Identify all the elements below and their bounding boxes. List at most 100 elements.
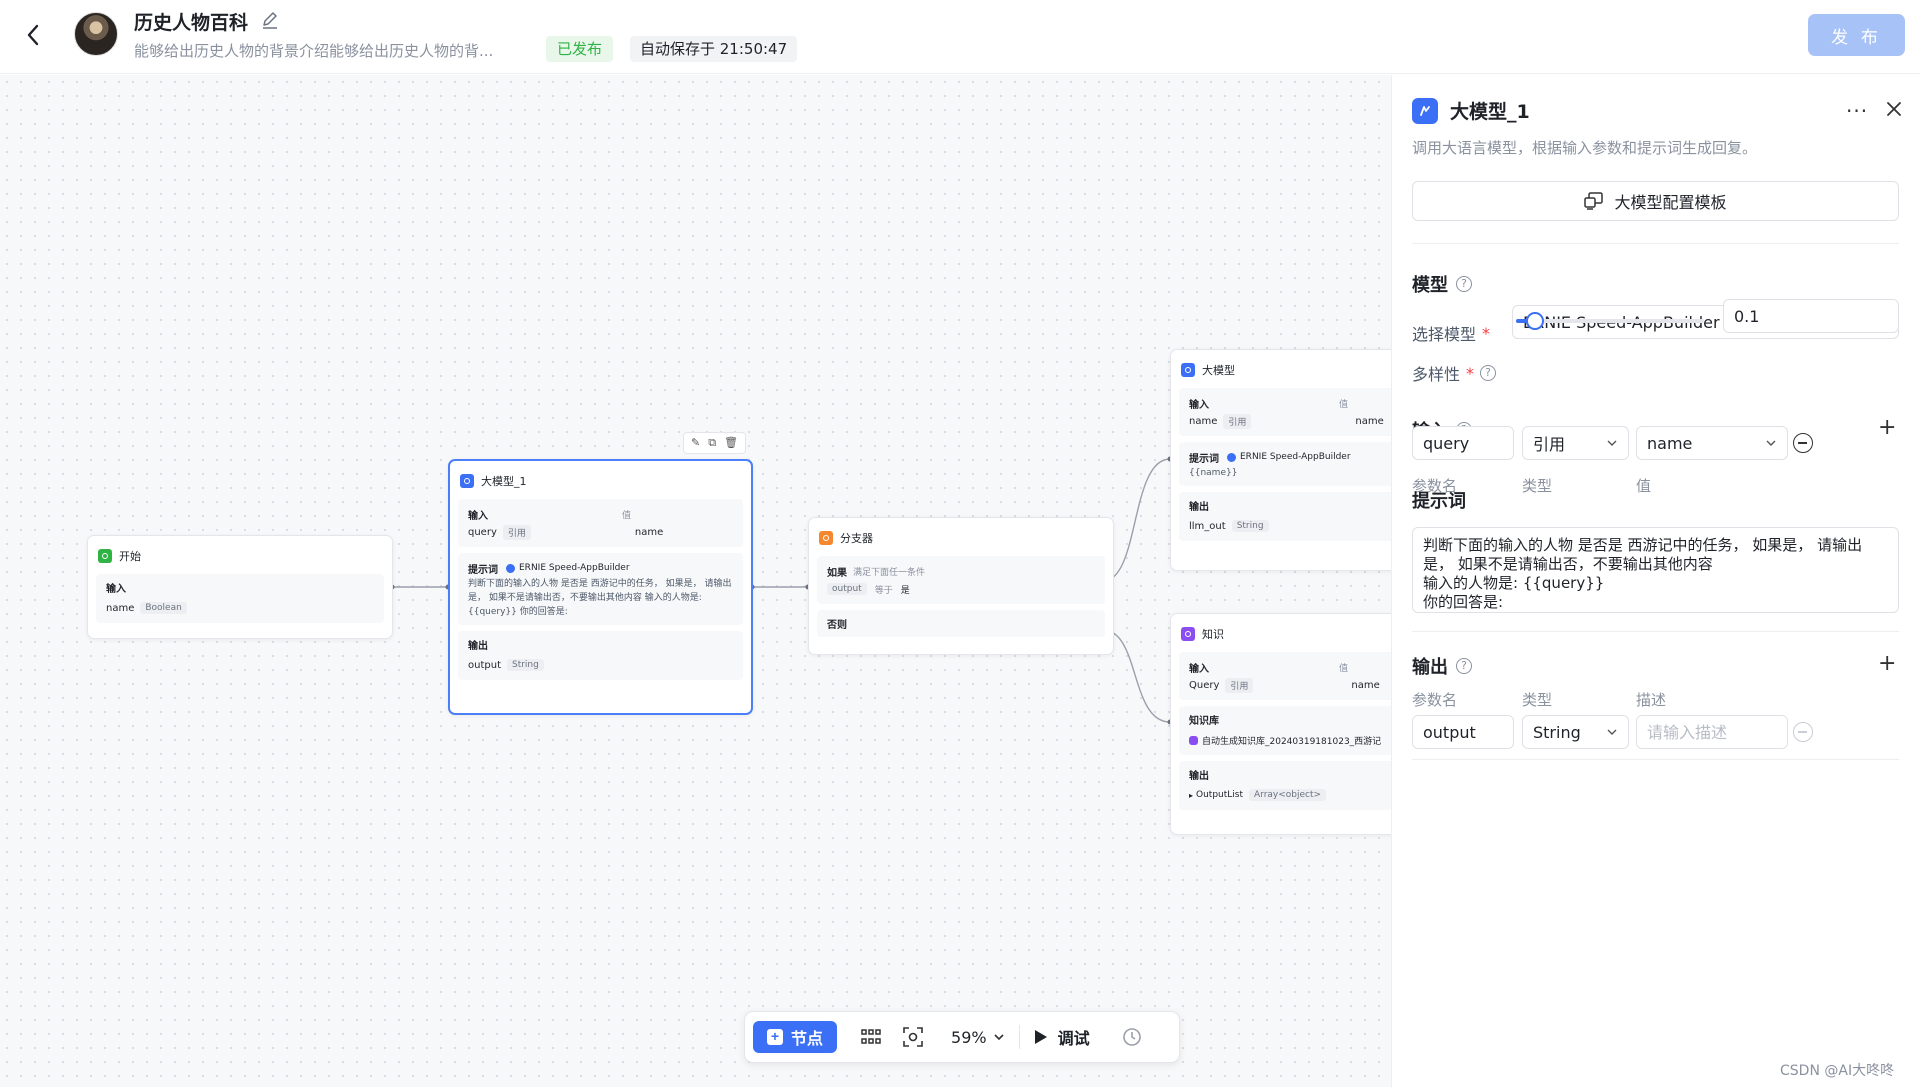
knowledge-base-name: 自动生成知识库_20240319181023_西游记 [1202,736,1382,747]
output-name: llm_out [1189,520,1226,532]
add-output-button[interactable]: + [1878,651,1897,676]
input-param-name-field[interactable] [1412,426,1514,460]
fit-view-button[interactable] [897,1021,929,1053]
slider-thumb[interactable] [1525,312,1544,330]
section-label: 提示词 [1189,453,1219,465]
more-options-icon[interactable]: ··· [1846,99,1869,123]
param-ref: 引用 [1225,677,1254,693]
help-icon[interactable]: ? [1456,658,1472,674]
param-row: name Boolean [106,599,374,617]
output-type: Array<object> [1249,789,1327,801]
section-label: 输出 [468,641,488,652]
output-type: String [1231,520,1269,532]
close-panel-button[interactable] [1882,97,1906,121]
output-name: OutputList [1196,790,1244,800]
app-avatar [74,12,118,56]
node-input-section: 输入 值 query 引用 name [458,499,743,547]
condition-value: 是 [900,585,910,596]
input-value-select[interactable]: name [1636,426,1788,460]
debug-label: 调试 [1057,1029,1090,1048]
prompt-textarea[interactable]: 判断下面的输入的人物 是否是 西游记中的任务， 如果是， 请输出是， 如果不是请… [1412,527,1899,613]
output-section-title: 输出 ? [1412,653,1472,679]
workflow-canvas[interactable]: 开始 输入 name Boolean ✎ ⧉ 🗑 大模型_1 输入 值 quer… [0,75,1391,1087]
debug-button[interactable]: 调试 [1034,1025,1090,1049]
help-icon[interactable]: ? [1456,276,1472,292]
input-type-value: 引用 [1533,435,1566,454]
edit-title-icon[interactable] [260,10,280,30]
node-title: 大模型_1 [481,475,527,488]
section-label: 输入 [1189,663,1209,675]
copy-icon[interactable]: ⧉ [708,436,717,449]
layout-grid-button[interactable] [855,1021,887,1053]
else-label: 否则 [827,620,847,631]
section-label: 输入 [106,584,126,595]
model-icon [506,563,515,573]
input-value-value: name [1647,433,1693,453]
param-row: Query 引用 name [1189,676,1391,694]
diversity-input[interactable] [1723,299,1899,333]
divider [1412,243,1899,244]
caret-right-icon[interactable]: ▸ [1189,790,1194,800]
remove-input-button[interactable] [1793,433,1813,453]
app-header: 历史人物百科 能够给出历史人物的背景介绍能够给出历史人物的背... 已发布 自动… [0,0,1920,74]
section-label: 输入 [468,510,488,522]
delete-icon[interactable]: 🗑 [724,436,739,449]
slider-fill [1516,319,1535,323]
add-node-label: 节点 [791,1031,824,1048]
prompt-header-row: 提示词 ERNIE Speed-AppBuilder [468,559,733,577]
model-section-title: 模型 ? [1412,271,1472,297]
back-button[interactable] [20,22,46,48]
if-label: 如果 [827,567,847,579]
if-header-row: 如果 满足下面任一条件 [827,562,1095,580]
branch-node[interactable]: 分支器 如果 满足下面任一条件 output 等于 是 否则 [808,517,1114,655]
panel-title: 大模型_1 [1450,101,1530,123]
model-template-button[interactable]: 大模型配置模板 [1412,181,1899,221]
llm-node-1[interactable]: 大模型_1 输入 值 query 引用 name 提示词 ERNIE Speed… [448,459,753,715]
status-badge: 已发布 [546,36,614,62]
param-name: name [106,602,135,614]
input-type-select[interactable]: 引用 [1522,426,1629,460]
add-node-button[interactable]: + 节点 [753,1021,838,1053]
node-header: 知识 [1171,622,1391,646]
node-output-section: 输出 ▸ OutputList Array<object> [1179,761,1391,810]
param-name: name [1189,415,1218,427]
knowledge-node[interactable]: 知识 输入 值 Query 引用 name 知识库 自动生成知识库_202403… [1170,613,1391,835]
required-mark: * [1482,323,1491,343]
node-title: 大模型 [1202,364,1235,377]
chevron-down-icon [994,1034,1004,1041]
llm-icon [460,474,474,488]
help-icon[interactable]: ? [1480,365,1497,381]
llm-node-2[interactable]: 大模型 输入 值 name 引用 name 提示词 ERNIE Speed-Ap… [1170,349,1391,571]
output-param-name-field[interactable] [1412,715,1514,749]
else-section: 否则 [817,610,1105,637]
start-icon [98,549,112,563]
template-icon [1584,192,1604,210]
start-node[interactable]: 开始 输入 name Boolean [87,535,393,639]
publish-button[interactable]: 发 布 [1808,14,1905,56]
section-label: 模型 [1412,275,1448,296]
node-input-section: 输入 name Boolean [96,574,384,623]
node-input-section: 输入 值 Query 引用 name [1179,652,1391,700]
branch-icon [819,531,833,545]
section-label: 输出 [1412,657,1448,678]
prompt-preview: 判断下面的输入的人物 是否是 西游记中的任务， 如果是， 请输出是， 如果不是请… [468,579,732,617]
condition-operator: 等于 [874,585,893,596]
diversity-slider[interactable] [1516,311,1704,331]
llm-icon [1412,97,1438,124]
kb-row: 自动生成知识库_20240319181023_西游记 [1189,731,1391,749]
zoom-dropdown[interactable]: 59% [951,1028,1005,1047]
node-header: 开始 [88,544,392,568]
section-label: 提示词 [1412,491,1466,512]
output-description-input[interactable] [1636,715,1788,749]
add-input-button[interactable]: + [1878,415,1897,440]
history-button[interactable] [1116,1021,1148,1053]
zoom-value: 59% [951,1027,987,1047]
param-ref: 引用 [1223,413,1252,429]
prompt-header-row: 提示词 ERNIE Speed-AppBuilder [1189,448,1391,466]
remove-output-button[interactable] [1793,722,1813,742]
output-type-select[interactable]: String [1522,715,1629,749]
diversity-label: 多样性* ? [1412,361,1497,385]
select-model-label: 选择模型* [1412,321,1490,345]
grid-icon [861,1029,881,1044]
edit-icon[interactable]: ✎ [691,436,701,449]
